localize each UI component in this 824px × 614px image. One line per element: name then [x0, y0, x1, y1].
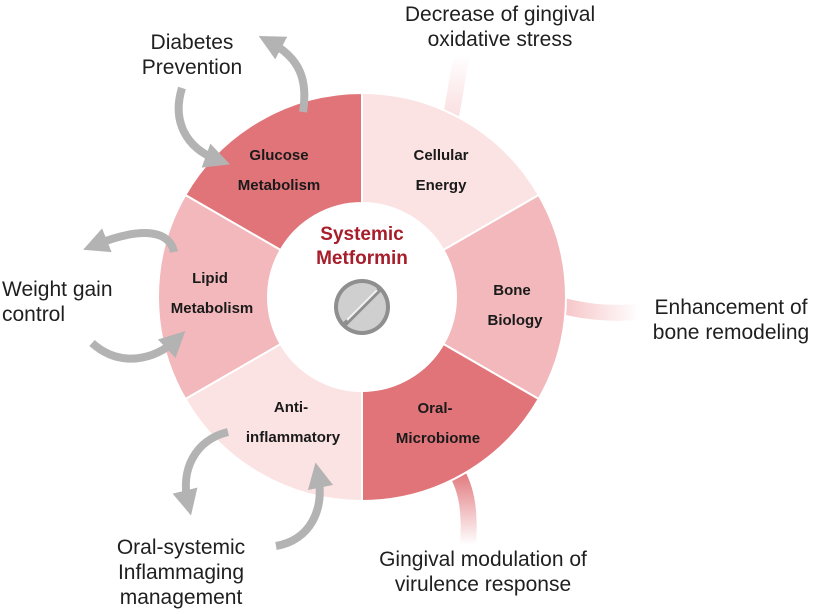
segment-lipid-line1: Lipid	[192, 270, 228, 287]
diabetes-arrow-down-icon	[174, 86, 231, 168]
inflammaging-line2: Inflammaging	[117, 561, 245, 584]
diabetes-line2: Prevention	[141, 56, 243, 79]
weight-line2: control	[2, 303, 66, 326]
oxidative-line2: oxidative stress	[427, 28, 573, 51]
diabetes-arrow-up-icon	[258, 35, 309, 113]
virulence-line1: Gingival modulation of	[379, 548, 587, 571]
segment-lipid-line2: Metabolism	[171, 300, 254, 317]
inflammaging-arrow-up-icon	[172, 428, 230, 516]
segment-cellular-line1: Cellular	[413, 147, 468, 164]
bone-line2: bone remodeling	[652, 321, 810, 344]
weight-gain-label: Weight gain control	[2, 277, 142, 327]
pill-icon	[334, 279, 390, 335]
segment-anti-line1: Anti-	[274, 399, 308, 416]
segment-bone-line2: Biology	[488, 312, 544, 329]
segment-glucose-line1: Glucose	[249, 147, 308, 164]
inflammaging-line3: management	[119, 586, 243, 609]
diabetes-line1: Diabetes	[150, 31, 234, 54]
oxidative-stress-label: Decrease of gingival oxidative stress	[380, 2, 620, 52]
diabetes-prevention-label: Diabetes Prevention	[132, 30, 252, 80]
weight-line1: Weight gain	[2, 278, 113, 301]
bone-remodeling-label: Enhancement of bone remodeling	[640, 295, 822, 345]
inflammaging-label: Oral-systemic Inflammaging management	[96, 535, 266, 610]
center-title-line2: Metformin	[316, 248, 408, 269]
segment-oral-line1: Oral-	[417, 400, 452, 417]
weight-arrow-up-icon	[83, 228, 178, 254]
segment-cellular-line2: Energy	[416, 177, 468, 194]
weight-arrow-down-icon	[89, 331, 186, 363]
oxidative-line1: Decrease of gingival	[404, 3, 596, 26]
inflammaging-arrow-down-icon	[275, 462, 334, 550]
virulence-line2: virulence response	[394, 573, 572, 596]
segment-bone-line1: Bone	[493, 282, 531, 299]
segment-oral-line2: Microbiome	[396, 430, 480, 447]
inflammaging-line1: Oral-systemic	[116, 536, 246, 559]
center-title-line1: Systemic	[320, 224, 404, 245]
bone-line1: Enhancement of	[654, 296, 808, 319]
virulence-response-label: Gingival modulation of virulence respons…	[348, 547, 618, 597]
segment-glucose-line2: Metabolism	[238, 177, 321, 194]
segment-anti-line2: inflammatory	[246, 429, 341, 446]
oral-connector	[447, 462, 477, 553]
